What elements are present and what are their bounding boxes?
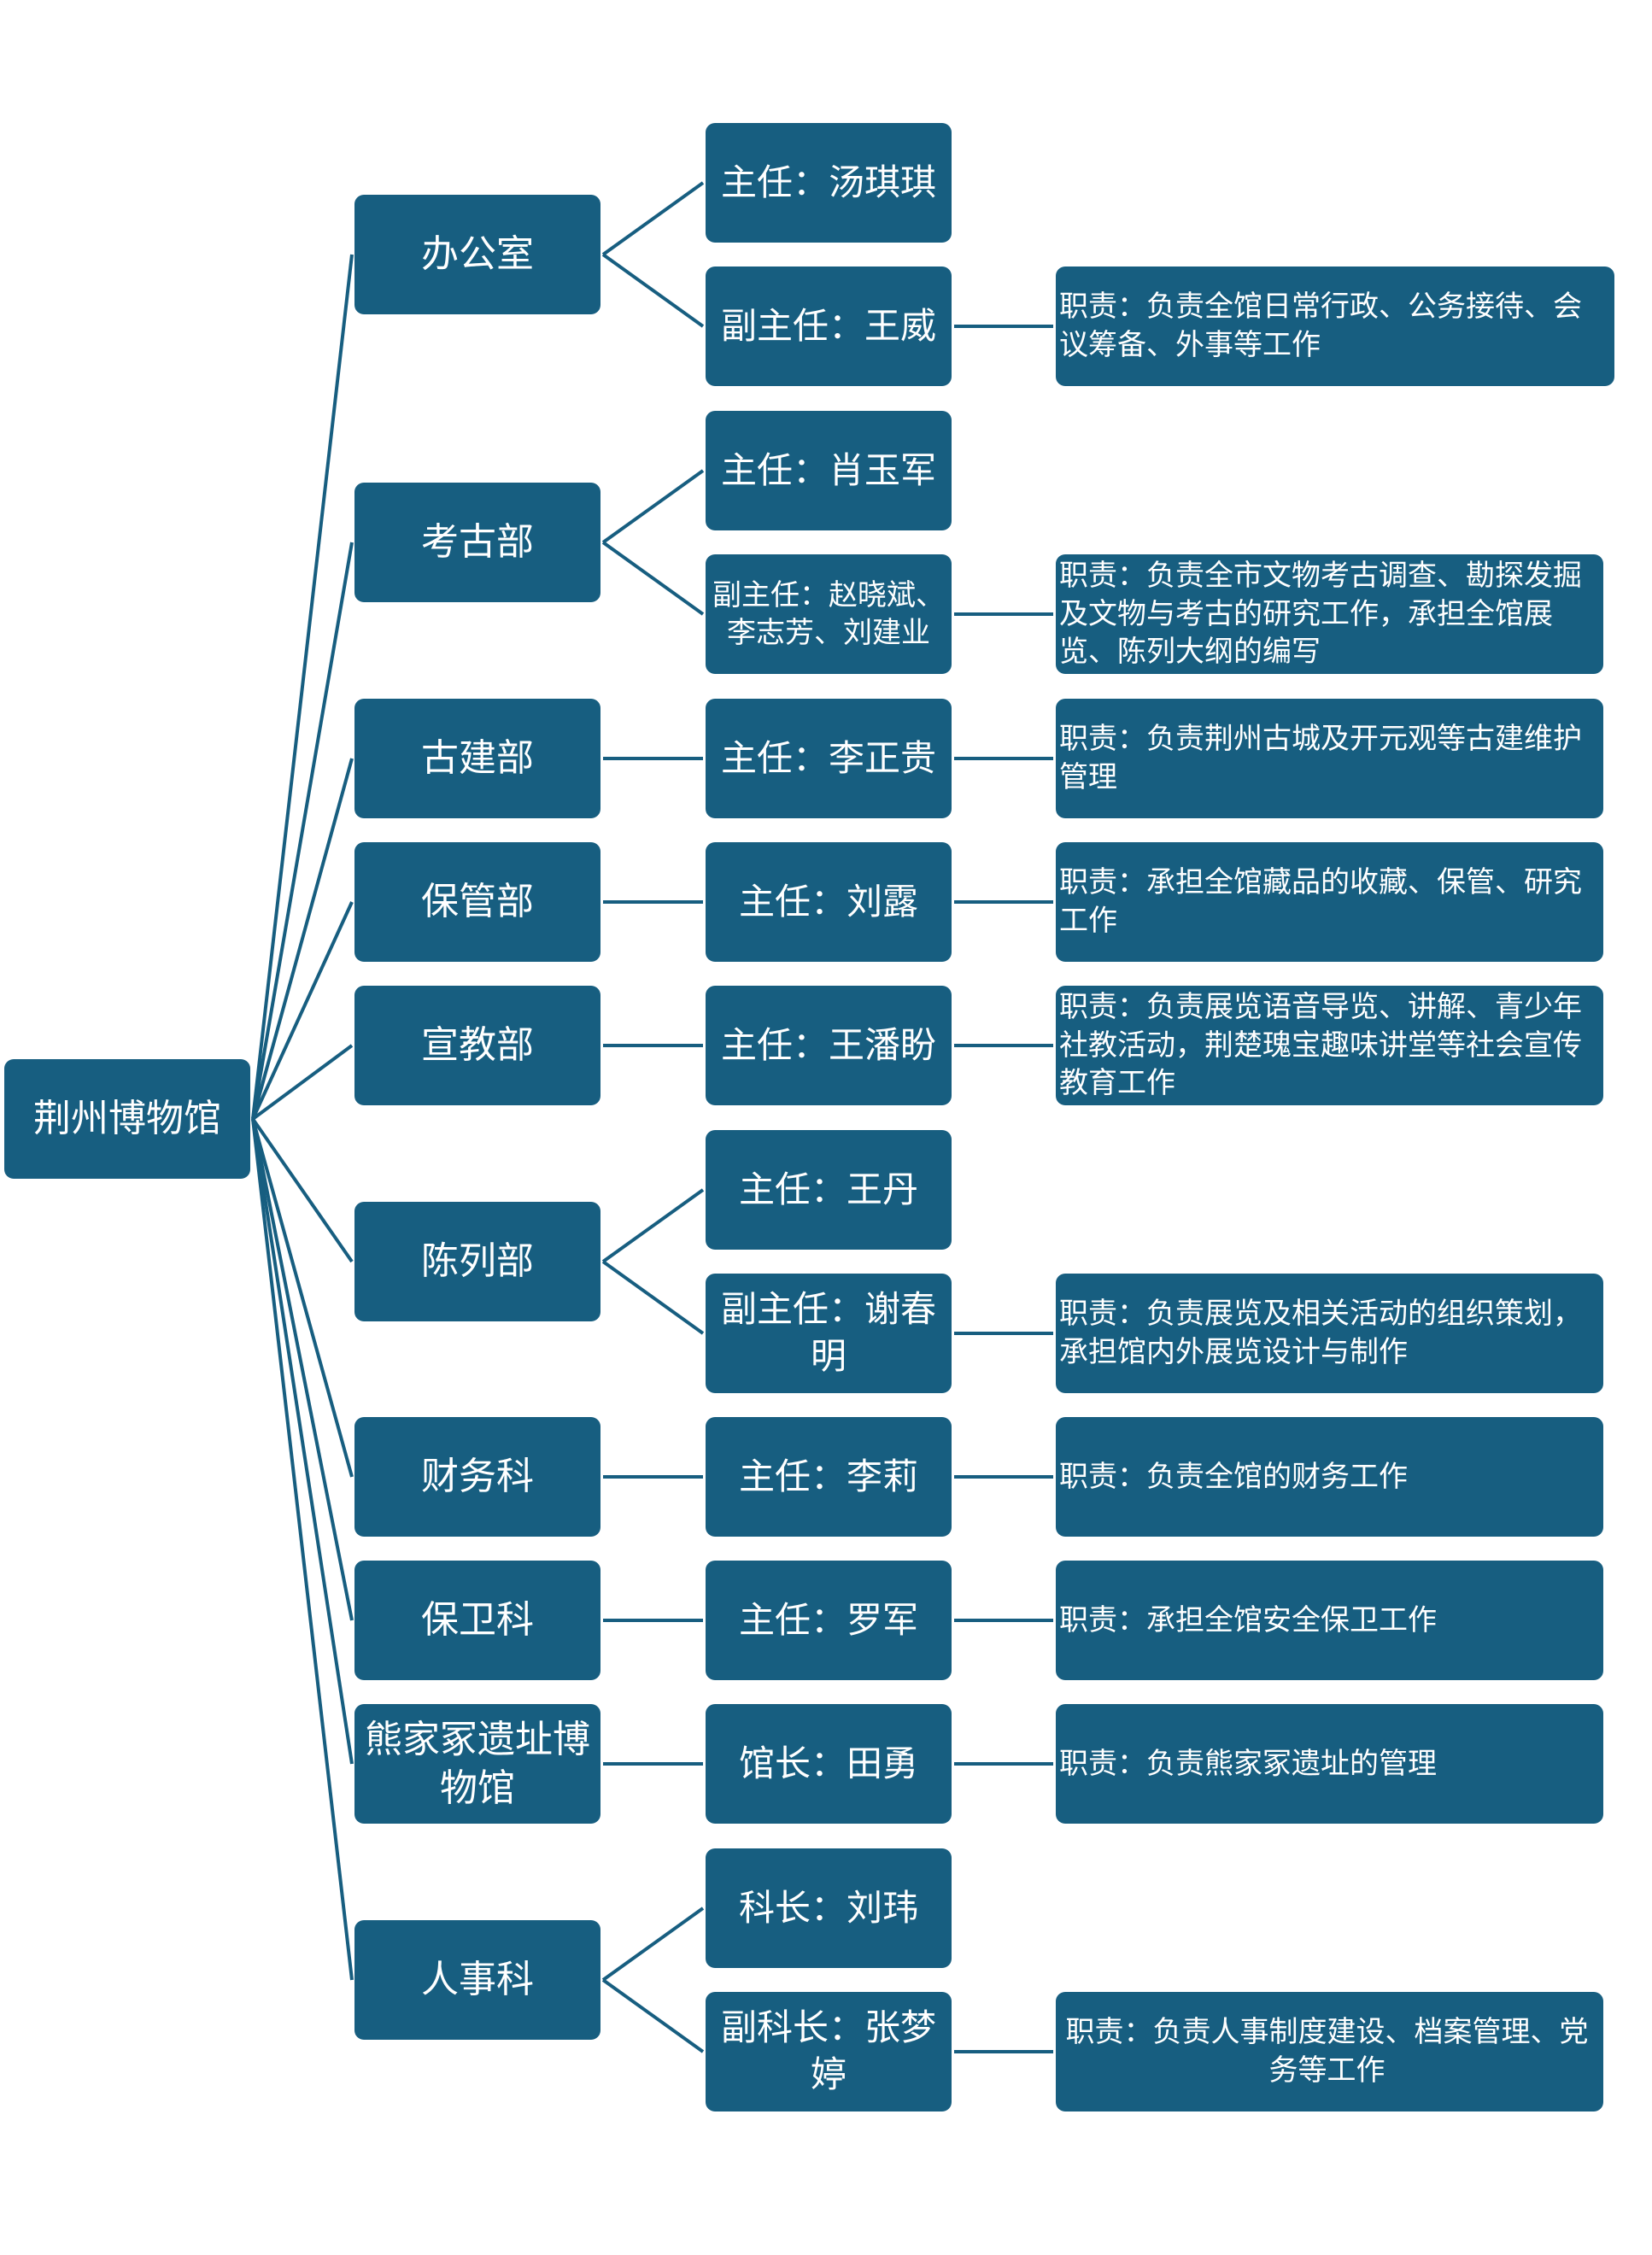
dept-node: 宣教部 bbox=[354, 986, 600, 1105]
root-dept-line bbox=[251, 1117, 354, 1263]
root-dept-line bbox=[251, 1118, 354, 1621]
duty-node: 职责：承担全馆藏品的收藏、保管、研究工作 bbox=[1056, 842, 1603, 962]
person-node: 副科长：张梦婷 bbox=[706, 1992, 952, 2112]
root-dept-line bbox=[251, 901, 354, 1120]
person-node: 副主任：谢春明 bbox=[706, 1274, 952, 1393]
duty-node: 职责：负责全馆的财务工作 bbox=[1056, 1417, 1603, 1537]
duty-node: 职责：承担全馆安全保卫工作 bbox=[1056, 1561, 1603, 1680]
root-dept-line bbox=[251, 1118, 354, 1478]
person-node: 主任：李莉 bbox=[706, 1417, 952, 1537]
dept-person-line bbox=[601, 1260, 705, 1335]
dept-person-line bbox=[601, 1978, 705, 2053]
root-node: 荆州博物馆 bbox=[4, 1059, 250, 1179]
duty-node: 职责：负责全馆日常行政、公务接待、会议筹备、外事等工作 bbox=[1056, 266, 1614, 386]
dept-person-line bbox=[601, 181, 705, 256]
duty-node: 职责：负责荆州古城及开元观等古建维护管理 bbox=[1056, 699, 1603, 818]
dept-person-line bbox=[601, 469, 705, 544]
duty-node: 职责：负责展览及相关活动的组织策划，承担馆内外展览设计与制作 bbox=[1056, 1274, 1603, 1393]
dept-node: 保卫科 bbox=[354, 1561, 600, 1680]
duty-node: 职责：负责展览语音导览、讲解、青少年社教活动，荆楚瑰宝趣味讲堂等社会宣传教育工作 bbox=[1056, 986, 1603, 1105]
person-node: 主任：李正贵 bbox=[706, 699, 952, 818]
root-dept-line bbox=[251, 1044, 354, 1121]
duty-node: 职责：负责人事制度建设、档案管理、党务等工作 bbox=[1056, 1992, 1603, 2112]
dept-node: 熊家冢遗址博物馆 bbox=[354, 1704, 600, 1824]
person-node: 主任：汤琪琪 bbox=[706, 123, 952, 243]
person-node: 主任：罗军 bbox=[706, 1561, 952, 1680]
dept-person-line bbox=[601, 1188, 705, 1263]
person-node: 科长：刘玮 bbox=[706, 1848, 952, 1968]
dept-node: 考古部 bbox=[354, 483, 600, 602]
dept-node: 人事科 bbox=[354, 1920, 600, 2040]
root-dept-line bbox=[251, 1118, 354, 1765]
root-dept-line bbox=[251, 1118, 354, 1981]
root-dept-line bbox=[251, 254, 354, 1120]
person-node: 主任：王丹 bbox=[706, 1130, 952, 1250]
root-dept-line bbox=[251, 758, 354, 1120]
dept-person-line bbox=[601, 253, 705, 328]
duty-node: 职责：负责全市文物考古调查、勘探发掘及文物与考古的研究工作，承担全馆展览、陈列大… bbox=[1056, 554, 1603, 674]
duty-node: 职责：负责熊家冢遗址的管理 bbox=[1056, 1704, 1603, 1824]
dept-person-line bbox=[601, 541, 705, 616]
person-node: 主任：肖玉军 bbox=[706, 411, 952, 530]
person-node: 馆长：田勇 bbox=[706, 1704, 952, 1824]
dept-node: 陈列部 bbox=[354, 1202, 600, 1321]
dept-node: 古建部 bbox=[354, 699, 600, 818]
dept-person-line bbox=[601, 1906, 705, 1982]
person-node: 副主任：王威 bbox=[706, 266, 952, 386]
person-node: 主任：刘露 bbox=[706, 842, 952, 962]
person-node: 副主任：赵晓斌、李志芳、刘建业 bbox=[706, 554, 952, 674]
root-dept-line bbox=[251, 542, 354, 1120]
person-node: 主任：王潘盼 bbox=[706, 986, 952, 1105]
dept-node: 办公室 bbox=[354, 195, 600, 314]
dept-node: 财务科 bbox=[354, 1417, 600, 1537]
dept-node: 保管部 bbox=[354, 842, 600, 962]
